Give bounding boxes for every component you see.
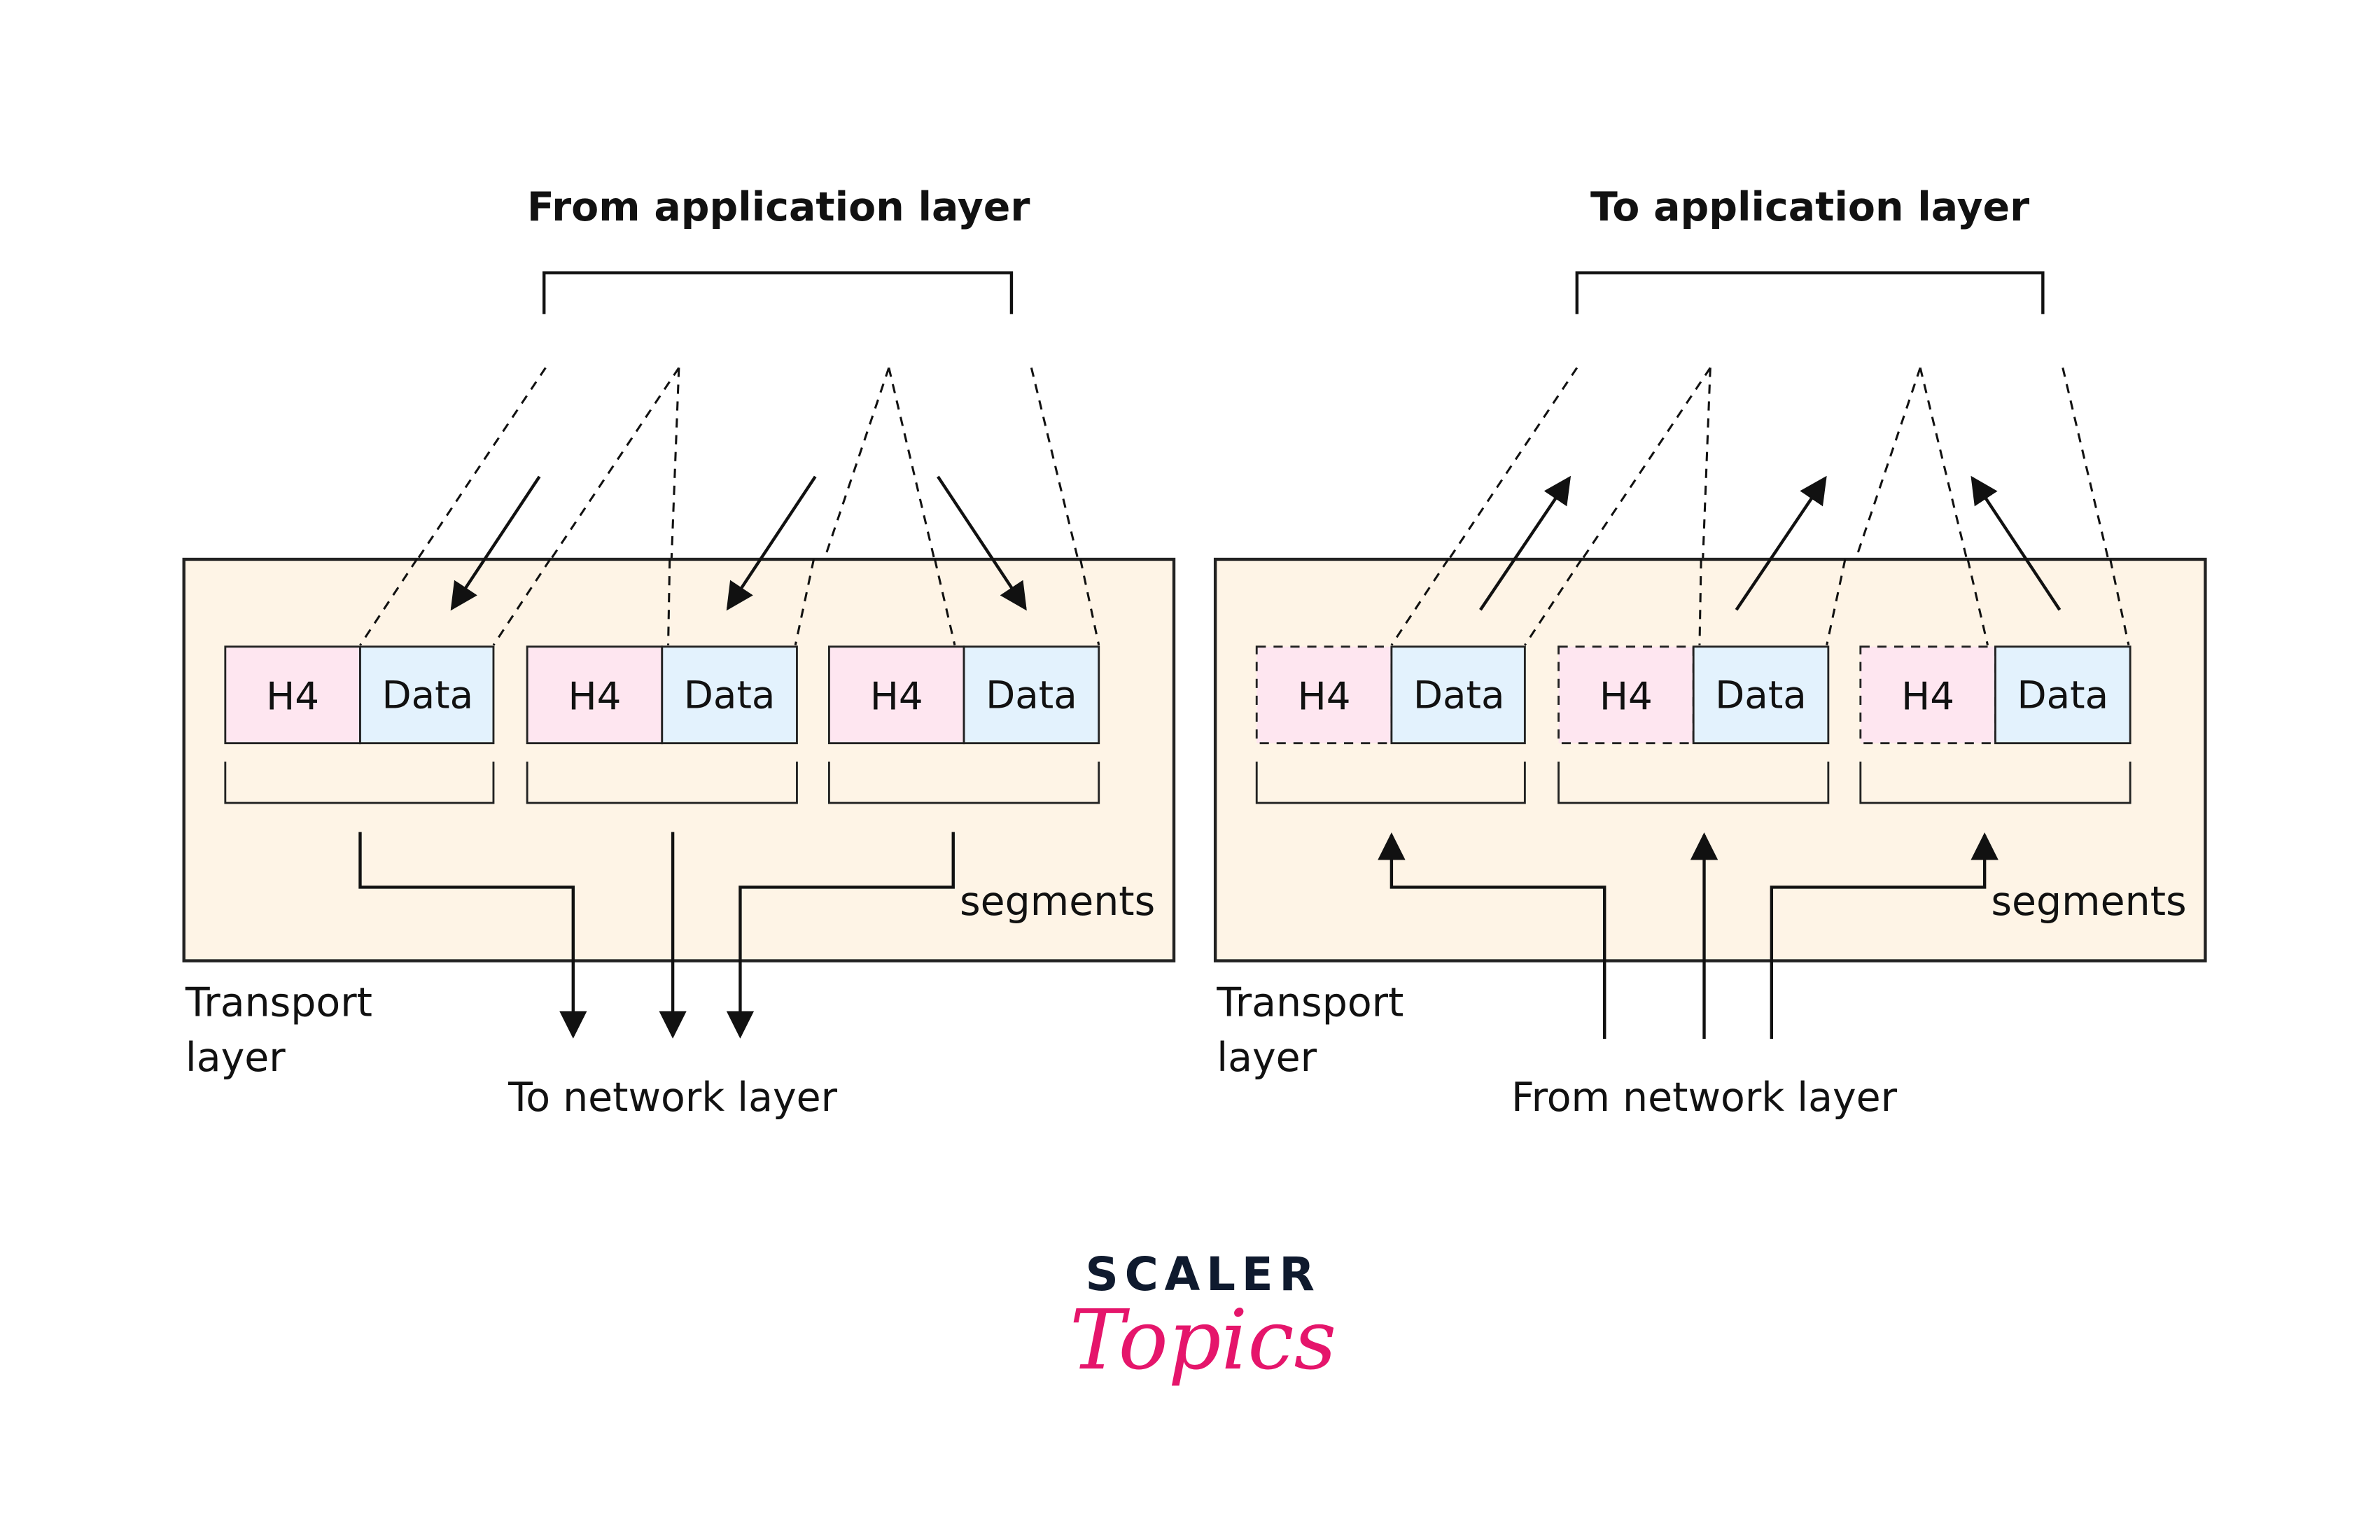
left-transport-box (182, 557, 1176, 962)
right-route-3 (1770, 832, 1998, 1040)
left-route-3 (726, 832, 955, 1039)
segment-bracket (526, 761, 798, 804)
left-dashed-fan-inner (359, 559, 1100, 646)
scaler-topics-logo: SCALER Topics (1070, 1248, 1336, 1388)
right-panel: To application layer H4 Data (1213, 184, 2207, 1121)
left-panel: From application layer (182, 184, 1176, 1121)
left-arrow-1 (450, 475, 541, 611)
right-route-1 (1378, 832, 1606, 1040)
data-label: Data (1413, 672, 1505, 717)
header-label: H4 (1600, 674, 1653, 719)
right-arrow-3 (1970, 475, 2062, 611)
left-app-bracket (542, 271, 1014, 314)
data-cell (661, 645, 798, 745)
data-label: Data (1715, 672, 1807, 717)
segment-bracket (1859, 761, 2132, 804)
left-arrow-3 (937, 475, 1027, 611)
header-label: H4 (1298, 674, 1351, 719)
header-label: H4 (870, 674, 923, 719)
data-cell (359, 645, 495, 745)
right-segment-1: H4 Data (1255, 645, 1526, 804)
data-cell (1692, 645, 1830, 745)
header-label: H4 (266, 674, 319, 719)
segment-bracket (224, 761, 495, 804)
segments-label: segments (960, 878, 1155, 925)
data-label: Data (2017, 672, 2108, 717)
header-cell (1255, 645, 1393, 745)
right-segment-2: H4 Data (1558, 645, 1830, 804)
segments-label: segments (1991, 878, 2186, 925)
right-dashed-fan-inner (1390, 559, 2130, 646)
data-label: Data (986, 672, 1077, 717)
header-cell (1558, 645, 1695, 745)
right-arrow-2 (1735, 475, 1827, 611)
data-cell (962, 645, 1100, 745)
from-network-label: From network layer (1511, 1074, 1898, 1121)
right-title: To application layer (1590, 184, 2029, 230)
segment-bracket (1558, 761, 1830, 804)
transport-label: Transport (1216, 979, 1404, 1026)
data-cell (1994, 645, 2132, 745)
header-label: H4 (1901, 674, 1954, 719)
transport-label-line2: layer (1217, 1035, 1317, 1081)
right-app-bracket (1575, 271, 2045, 314)
right-arrow-1 (1479, 475, 1572, 611)
transport-label: Transport (185, 979, 372, 1026)
data-label: Data (684, 672, 776, 717)
to-network-label: To network layer (507, 1074, 838, 1121)
data-label: Data (382, 672, 473, 717)
left-segment-3: H4 Data (827, 645, 1100, 804)
logo-scaler-text: SCALER (1086, 1248, 1321, 1301)
header-cell (526, 645, 664, 745)
segment-bracket (827, 761, 1100, 804)
right-segment-3: H4 Data (1859, 645, 2132, 804)
logo-topics-text: Topics (1070, 1292, 1336, 1388)
left-segment-1: H4 Data (224, 645, 495, 804)
left-segment-2: H4 Data (526, 645, 798, 804)
segment-bracket (1255, 761, 1526, 804)
transport-label-line2: layer (186, 1035, 286, 1081)
header-label: H4 (568, 674, 621, 719)
left-arrow-2 (726, 475, 817, 611)
right-transport-box (1213, 557, 2207, 962)
data-cell (1390, 645, 1526, 745)
header-cell (1859, 645, 1996, 745)
left-title: From application layer (527, 184, 1030, 230)
header-cell (827, 645, 965, 745)
left-route-1 (358, 832, 587, 1039)
